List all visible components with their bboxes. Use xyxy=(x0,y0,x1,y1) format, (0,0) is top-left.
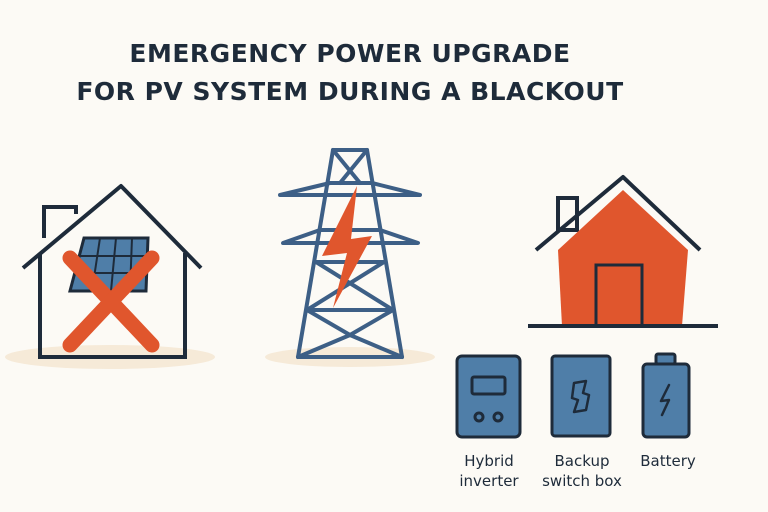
switch-box-icon xyxy=(550,354,612,438)
home-icon xyxy=(528,175,718,328)
battery-icon xyxy=(641,352,691,439)
power-tower-icon xyxy=(278,148,422,359)
hybrid-inverter-label-line1: Hybrid xyxy=(464,452,514,470)
title-line-1: EMERGENCY POWER UPGRADE xyxy=(129,39,571,68)
battery-label-line1: Battery xyxy=(640,452,696,470)
title-line-2: FOR PV SYSTEM DURING A BLACKOUT xyxy=(76,77,624,106)
switch-box-label-line1: Backup xyxy=(554,452,610,470)
battery-label: Battery xyxy=(630,451,706,471)
pv-house-icon xyxy=(21,184,203,359)
hybrid-inverter-label: Hybrid inverter xyxy=(448,451,530,491)
lightning-icon xyxy=(322,186,372,308)
switch-box-label-line2: switch box xyxy=(542,472,622,490)
switch-box-label: Backup switch box xyxy=(534,451,630,491)
hybrid-inverter-label-line2: inverter xyxy=(459,472,519,490)
cross-icon xyxy=(62,250,160,353)
hybrid-inverter-icon xyxy=(455,354,522,439)
